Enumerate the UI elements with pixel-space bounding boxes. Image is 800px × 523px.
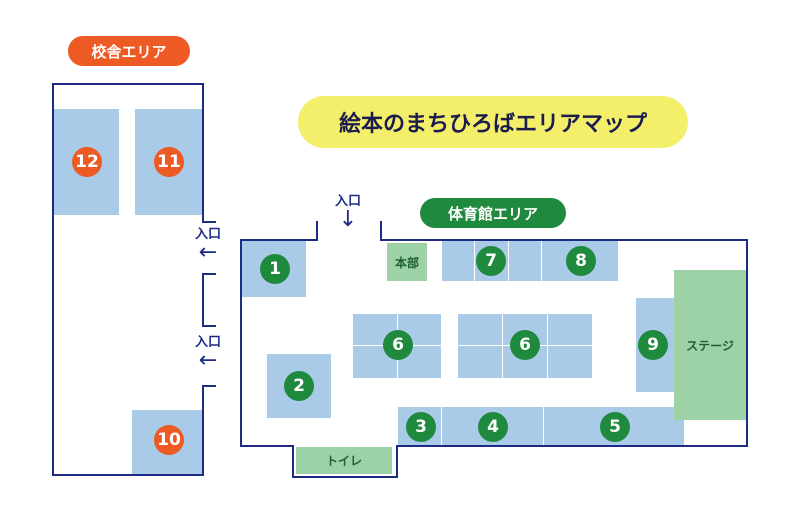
entrance-label: 入口 <box>334 194 361 209</box>
school-entrance-upper: 入口 ← <box>186 227 230 266</box>
entrance-label: 入口 <box>194 335 221 350</box>
stage-area: ステージ <box>674 270 746 420</box>
booth-5-marker: 5 <box>600 412 630 442</box>
booth-9-marker: 9 <box>638 330 668 360</box>
booth-3-marker: 3 <box>406 412 436 442</box>
booth-6-right-c <box>548 314 592 346</box>
school-area-label: 校舎エリア <box>68 36 190 66</box>
booth-7-marker: 7 <box>476 246 506 276</box>
map-title: 絵本のまちひろばエリアマップ <box>298 96 688 148</box>
booth-7-a <box>442 241 475 281</box>
arrow-down-icon: ↓ <box>338 207 358 233</box>
booth-4-marker: 4 <box>478 412 508 442</box>
arrow-left-icon: ← <box>198 348 218 374</box>
booth-11-marker: 11 <box>154 147 184 177</box>
toilet-room: トイレ <box>296 447 392 474</box>
booth-6-right-a <box>458 314 503 346</box>
booth-7-c <box>509 241 542 281</box>
booth-6-right-marker: 6 <box>510 330 540 360</box>
gym-area-label: 体育館エリア <box>420 198 566 228</box>
booth-10-marker: 10 <box>154 425 184 455</box>
booth-2-marker: 2 <box>284 371 314 401</box>
booth-6-left-marker: 6 <box>383 330 413 360</box>
booth-1-marker: 1 <box>260 254 290 284</box>
booth-12-marker: 12 <box>72 147 102 177</box>
headquarters-room: 本部 <box>387 243 427 281</box>
booth-6-right-d <box>458 346 503 378</box>
arrow-left-icon: ← <box>198 240 218 266</box>
gym-entrance-top: 入口 ↓ <box>326 194 370 233</box>
entrance-label: 入口 <box>194 227 221 242</box>
booth-6-right-f <box>548 346 592 378</box>
school-entrance-lower: 入口 ← <box>186 335 230 374</box>
booth-8-marker: 8 <box>566 246 596 276</box>
